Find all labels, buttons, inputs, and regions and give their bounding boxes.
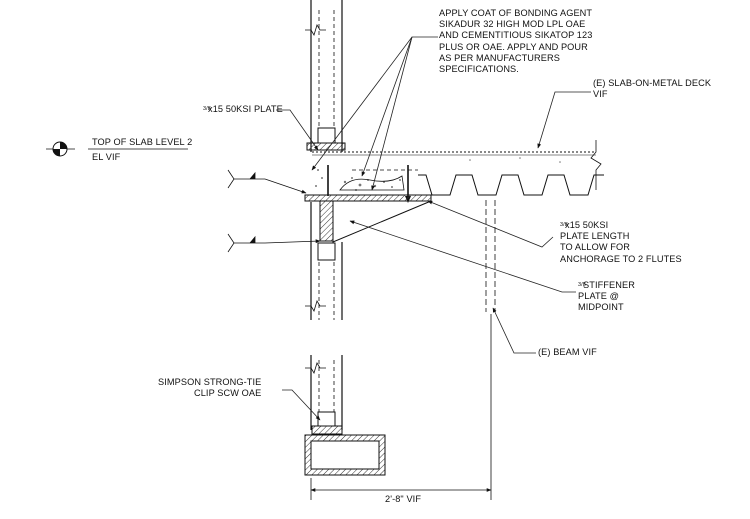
top-plate — [306, 142, 346, 151]
existing-beam — [485, 200, 496, 312]
note-line: SPECIFICATIONS. — [439, 64, 519, 75]
clip-note: SIMPSON STRONG-TIE CLIP SCW OAE — [158, 377, 261, 399]
note-line: PLATE LENGTH — [560, 231, 630, 242]
dimension-label: 2'-8" VIF — [385, 494, 422, 504]
note-line: AS PER MANUFACTURERS — [439, 52, 560, 63]
anchors — [327, 165, 409, 196]
upper-wall — [305, 0, 343, 152]
side-plate — [304, 194, 432, 202]
level-marker-icon — [46, 141, 188, 157]
dimension-line — [310, 314, 492, 500]
stiffener-note: 3/8STIFFENER PLATE @ MIDPOINT — [578, 280, 635, 314]
note-line: TO ALLOW FOR — [560, 242, 630, 253]
stiffener-plate — [332, 200, 432, 243]
level-elevation: EL VIF — [92, 152, 121, 163]
plate-thickness-fraction: 3/8 — [560, 222, 568, 228]
bonding-agent-note: APPLY COAT OF BONDING AGENT SIKADUR 32 H… — [439, 8, 592, 75]
slab-deck-note: (E) SLAB-ON-METAL DECK VIF — [593, 78, 711, 100]
plate-thickness-fraction: 3/8 — [203, 106, 211, 112]
note-line: SIKADUR 32 HIGH MOD LPL OAE — [439, 19, 586, 30]
top-plate-note: 3/8x15 50KSI PLATE — [203, 104, 283, 115]
weld-symbol-lower — [227, 233, 321, 253]
note-line: CLIP SCW OAE — [193, 388, 262, 399]
note-line: PLATE @ — [578, 291, 620, 302]
beam-note: (E) BEAM VIF — [538, 347, 597, 357]
lower-wall — [305, 202, 343, 320]
note-line: x15 50KSI — [565, 220, 609, 230]
bottom-wall — [305, 355, 343, 435]
note-line: SIMPSON STRONG-TIE — [158, 377, 262, 387]
slab-on-deck — [312, 140, 604, 196]
note-line: MIDPOINT — [578, 302, 624, 313]
note-line: STIFFENER — [583, 280, 635, 290]
note-line: (E) SLAB-ON-METAL DECK — [593, 78, 712, 88]
note-line: x15 50KSI PLATE — [208, 104, 283, 114]
note-line: VIF — [593, 89, 608, 100]
weld-symbol-upper — [227, 169, 307, 194]
level-name: TOP OF SLAB LEVEL 2 — [92, 137, 193, 147]
side-plate-note: 3/8x15 50KSI PLATE LENGTH TO ALLOW FOR A… — [560, 220, 682, 265]
vertical-plate — [319, 200, 334, 242]
plate-thickness-fraction: 3/8 — [578, 282, 586, 288]
note-line: PLUS OR OAE. APPLY AND POUR — [439, 41, 588, 52]
note-line: APPLY COAT OF BONDING AGENT — [439, 8, 593, 18]
note-line: AND CEMENTITIOUS SIKATOP 123 — [439, 30, 593, 41]
leaders — [276, 36, 591, 421]
level-note: TOP OF SLAB LEVEL 2 EL VIF — [92, 137, 192, 163]
note-line: ANCHORAGE TO 2 FLUTES — [560, 253, 682, 264]
concrete-infill — [315, 157, 561, 191]
bonding-coat — [339, 175, 405, 191]
steel-tube — [304, 434, 386, 476]
